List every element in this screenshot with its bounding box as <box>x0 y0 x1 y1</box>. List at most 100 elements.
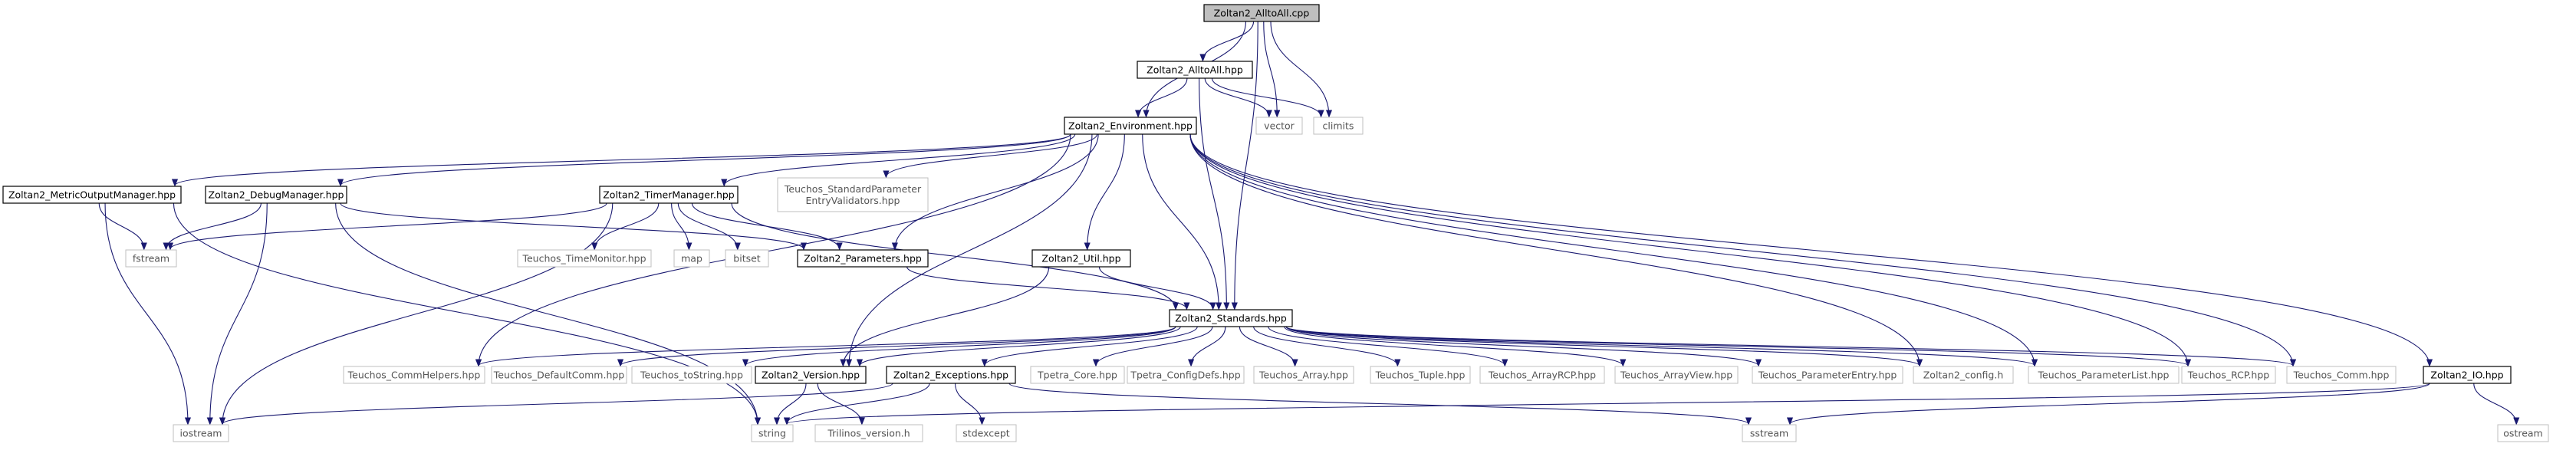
edge-environment_hpp-to-std_param_validators <box>886 133 1098 177</box>
edge-standards_hpp-to-zoltan2_config <box>1285 326 1920 366</box>
node-parameters-hpp[interactable]: Zoltan2_Parameters.hpp <box>797 249 929 268</box>
edge-standards_hpp-to-parameter_list <box>1285 326 2035 366</box>
node-box <box>1255 117 1303 135</box>
node-label: Teuchos_toString.hpp <box>640 370 743 381</box>
edge-alltoall_cpp-to-climits <box>1270 21 1329 117</box>
edge-environment_hpp-to-comm_helpers <box>479 133 1071 366</box>
node-label: Zoltan2_config.h <box>1923 370 2004 381</box>
node-box <box>631 366 752 384</box>
node-label: bitset <box>733 253 761 264</box>
node-box <box>1030 366 1125 384</box>
edge-alltoall_hpp-to-vector <box>1204 77 1269 117</box>
node-label: Zoltan2_DebugManager.hpp <box>209 189 344 201</box>
node-teuchos-tuple: Teuchos_Tuple.hpp <box>1370 366 1471 384</box>
node-util-hpp[interactable]: Zoltan2_Util.hpp <box>1031 249 1131 268</box>
edge-io_hpp-to-ostream <box>2473 383 2516 424</box>
node-label: sstream <box>1750 428 1788 439</box>
edge-alltoall_hpp-to-environment_hpp <box>1138 77 1188 117</box>
node-comm-helpers: Teuchos_CommHelpers.hpp <box>343 366 485 384</box>
edge-exceptions_hpp-to-stdexcept <box>954 383 982 424</box>
node-string: string <box>751 424 794 442</box>
edge-environment_hpp-to-util_hpp <box>1087 133 1125 249</box>
node-label: Zoltan2_MetricOutputManager.hpp <box>8 189 176 201</box>
node-label: map <box>681 253 702 264</box>
node-label: Tpetra_Core.hpp <box>1037 370 1117 381</box>
edge-timer_manager-to-iostream <box>222 202 614 424</box>
edge-exceptions_hpp-to-string <box>787 383 930 424</box>
node-metric-output-manager[interactable]: Zoltan2_MetricOutputManager.hpp <box>2 186 182 204</box>
node-box <box>1137 61 1253 79</box>
edge-environment_hpp-to-teuchos_comm <box>1189 133 2293 366</box>
edge-standards_hpp-to-teuchos_comm <box>1285 326 2293 366</box>
edge-metric_output_manager-to-iostream <box>104 202 188 424</box>
edge-environment_hpp-to-teuchos_rcp <box>1189 133 2188 366</box>
node-box <box>2181 366 2276 384</box>
edge-io_hpp-to-sstream <box>1790 383 2430 424</box>
node-label: EntryValidators.hpp <box>805 195 900 206</box>
node-box <box>1203 4 1320 22</box>
node-label: Teuchos_ArrayRCP.hpp <box>1488 370 1596 381</box>
edge-timer_manager-to-bitset <box>677 202 738 249</box>
node-tpetra-configdefs: Tpetra_ConfigDefs.hpp <box>1127 366 1245 384</box>
node-label: Zoltan2_Version.hpp <box>762 370 860 381</box>
node-box <box>1064 117 1197 135</box>
node-to-string: Teuchos_toString.hpp <box>631 366 752 384</box>
edge-io_hpp-to-string <box>787 383 2430 424</box>
edge-alltoall_cpp-to-vector <box>1263 21 1277 117</box>
edge-parameters_hpp-to-standards_hpp <box>906 266 1187 309</box>
edge-standards_hpp-to-to_string <box>745 326 1176 366</box>
node-label: Teuchos_StandardParameter <box>784 183 922 195</box>
node-label: Teuchos_RCP.hpp <box>2187 370 2270 381</box>
edge-standards_hpp-to-exceptions_hpp <box>985 326 1198 366</box>
node-label: climits <box>1323 120 1354 132</box>
node-stdexcept: stdexcept <box>956 424 1017 442</box>
node-version-hpp[interactable]: Zoltan2_Version.hpp <box>755 366 867 384</box>
node-label: Trilinos_version.h <box>827 428 910 439</box>
edge-environment_hpp-to-parameters_hpp <box>895 133 1099 249</box>
node-standards-hpp[interactable]: Zoltan2_Standards.hpp <box>1169 309 1293 327</box>
edge-environment_hpp-to-debug_manager <box>341 133 1071 186</box>
nodes-layer: Zoltan2_AlltoAll.cppZoltan2_AlltoAll.hpp… <box>2 4 2549 442</box>
node-iostream: iostream <box>173 424 229 442</box>
node-box <box>1370 366 1471 384</box>
node-io-hpp[interactable]: Zoltan2_IO.hpp <box>2423 366 2512 384</box>
edge-version_hpp-to-trilinos_version <box>817 383 862 424</box>
node-box <box>2286 366 2397 384</box>
edge-alltoall_cpp-to-alltoall_hpp <box>1202 21 1255 61</box>
edge-standards_hpp-to-comm_helpers <box>479 326 1176 366</box>
node-environment-hpp[interactable]: Zoltan2_Environment.hpp <box>1064 117 1197 135</box>
edge-debug_manager-to-iostream <box>210 202 268 424</box>
node-box <box>2423 366 2512 384</box>
node-box <box>2497 424 2549 442</box>
node-label: string <box>758 428 786 439</box>
node-box <box>125 249 177 268</box>
node-label: Zoltan2_Standards.hpp <box>1175 313 1287 324</box>
edge-timer_manager-to-standards_hpp <box>731 202 1176 309</box>
edge-standards_hpp-to-teuchos_rcp <box>1285 326 2188 366</box>
node-timer-manager[interactable]: Zoltan2_TimerManager.hpp <box>599 186 739 204</box>
node-debug-manager[interactable]: Zoltan2_DebugManager.hpp <box>205 186 347 204</box>
edge-debug_manager-to-fstream <box>166 202 262 249</box>
node-label: Teuchos_ParameterEntry.hpp <box>1758 370 1897 381</box>
node-vector: vector <box>1255 117 1303 135</box>
node-box <box>599 186 739 204</box>
node-box <box>1127 366 1245 384</box>
node-label: Tpetra_ConfigDefs.hpp <box>1130 370 1240 381</box>
node-alltoall-cpp[interactable]: Zoltan2_AlltoAll.cpp <box>1203 4 1320 22</box>
node-zoltan2-config: Zoltan2_config.h <box>1913 366 2014 384</box>
edge-alltoall_hpp-to-climits <box>1211 77 1321 117</box>
edge-standards_hpp-to-tpetra_core <box>1096 326 1213 366</box>
node-exceptions-hpp[interactable]: Zoltan2_Exceptions.hpp <box>886 366 1016 384</box>
node-box <box>343 366 485 384</box>
node-box <box>491 366 627 384</box>
node-box <box>814 424 923 442</box>
edge-debug_manager-to-string <box>335 202 758 424</box>
edge-standards_hpp-to-teuchos_array <box>1239 326 1295 366</box>
edge-standards_hpp-to-teuchos_tuple <box>1253 326 1398 366</box>
edge-timer_manager-to-map <box>671 202 689 249</box>
node-label: vector <box>1264 120 1295 132</box>
node-box <box>1253 366 1354 384</box>
node-alltoall-hpp[interactable]: Zoltan2_AlltoAll.hpp <box>1137 61 1253 79</box>
node-label: Zoltan2_TimerManager.hpp <box>603 189 735 201</box>
